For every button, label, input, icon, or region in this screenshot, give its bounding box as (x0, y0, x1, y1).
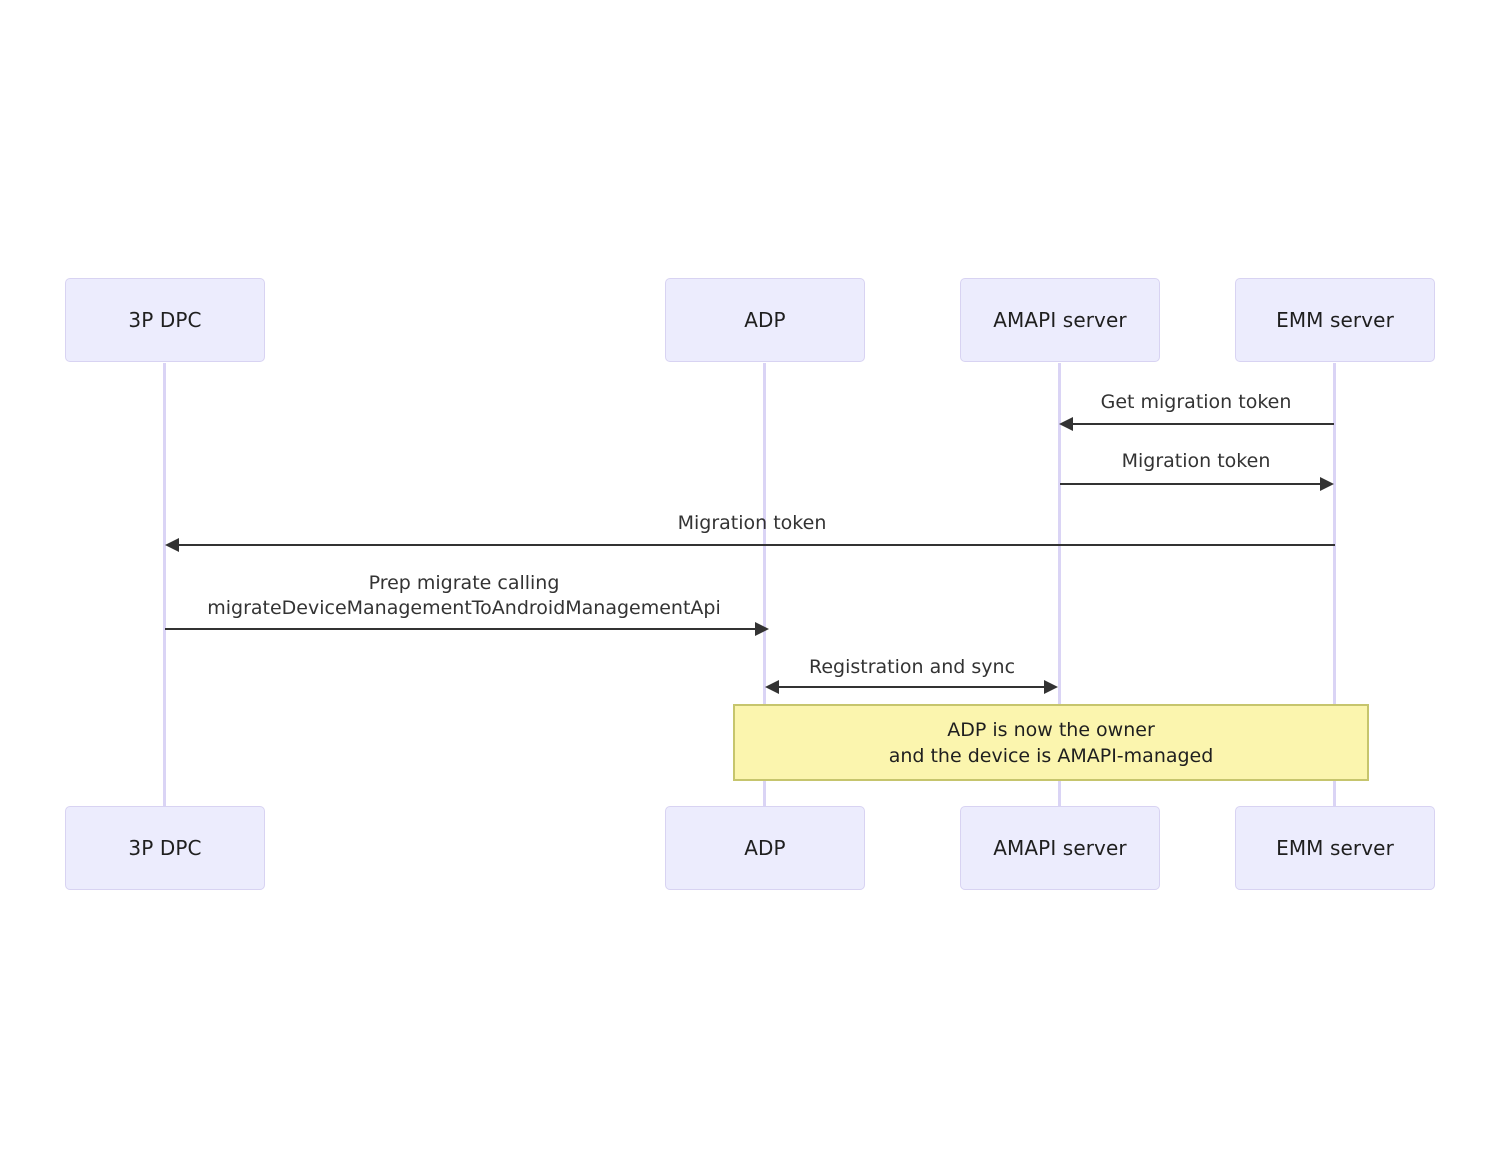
participant-top-adp[interactable]: ADP (665, 278, 865, 362)
participant-label: EMM server (1276, 308, 1394, 332)
arrowhead-right-registration-and-sync (1044, 680, 1058, 694)
note-adp-owner: ADP is now the owner and the device is A… (733, 704, 1369, 781)
note-text: ADP is now the owner and the device is A… (888, 718, 1214, 767)
arrowhead-left-migration-token-emm-dpc (165, 538, 179, 552)
participant-bottom-emm-server[interactable]: EMM server (1235, 806, 1435, 890)
participant-bottom-3p-dpc[interactable]: 3P DPC (65, 806, 265, 890)
message-line-prep-migrate (165, 628, 755, 630)
participant-top-amapi-server[interactable]: AMAPI server (960, 278, 1160, 362)
lifeline-3p-dpc (163, 363, 166, 807)
arrowhead-left-registration-and-sync (765, 680, 779, 694)
message-line-registration-and-sync (779, 686, 1044, 688)
arrowhead-right-migration-token-amapi-emm (1320, 477, 1334, 491)
arrowhead-left-get-migration-token (1059, 417, 1073, 431)
participant-label: 3P DPC (128, 836, 202, 860)
participant-label: 3P DPC (128, 308, 202, 332)
message-label-prep-migrate: Prep migrate calling migrateDeviceManage… (207, 572, 721, 619)
participant-bottom-amapi-server[interactable]: AMAPI server (960, 806, 1160, 890)
participant-label: AMAPI server (993, 308, 1127, 332)
lifeline-amapi-server (1058, 363, 1061, 807)
participant-label: ADP (744, 308, 786, 332)
message-line-get-migration-token (1063, 423, 1334, 425)
participant-label: ADP (744, 836, 786, 860)
participant-label: EMM server (1276, 836, 1394, 860)
arrowhead-right-prep-migrate (755, 622, 769, 636)
message-line-migration-token-emm-dpc (169, 544, 1335, 546)
participant-bottom-adp[interactable]: ADP (665, 806, 865, 890)
participant-label: AMAPI server (993, 836, 1127, 860)
participant-top-3p-dpc[interactable]: 3P DPC (65, 278, 265, 362)
message-line-migration-token-amapi-emm (1060, 483, 1320, 485)
lifeline-emm-server (1333, 363, 1336, 807)
lifeline-adp (763, 363, 766, 807)
message-label-registration-and-sync: Registration and sync (808, 656, 1016, 678)
message-label-migration-token-amapi-emm: Migration token (1121, 450, 1271, 472)
message-label-migration-token-emm-dpc: Migration token (677, 512, 827, 534)
participant-top-emm-server[interactable]: EMM server (1235, 278, 1435, 362)
message-label-get-migration-token: Get migration token (1100, 391, 1292, 413)
